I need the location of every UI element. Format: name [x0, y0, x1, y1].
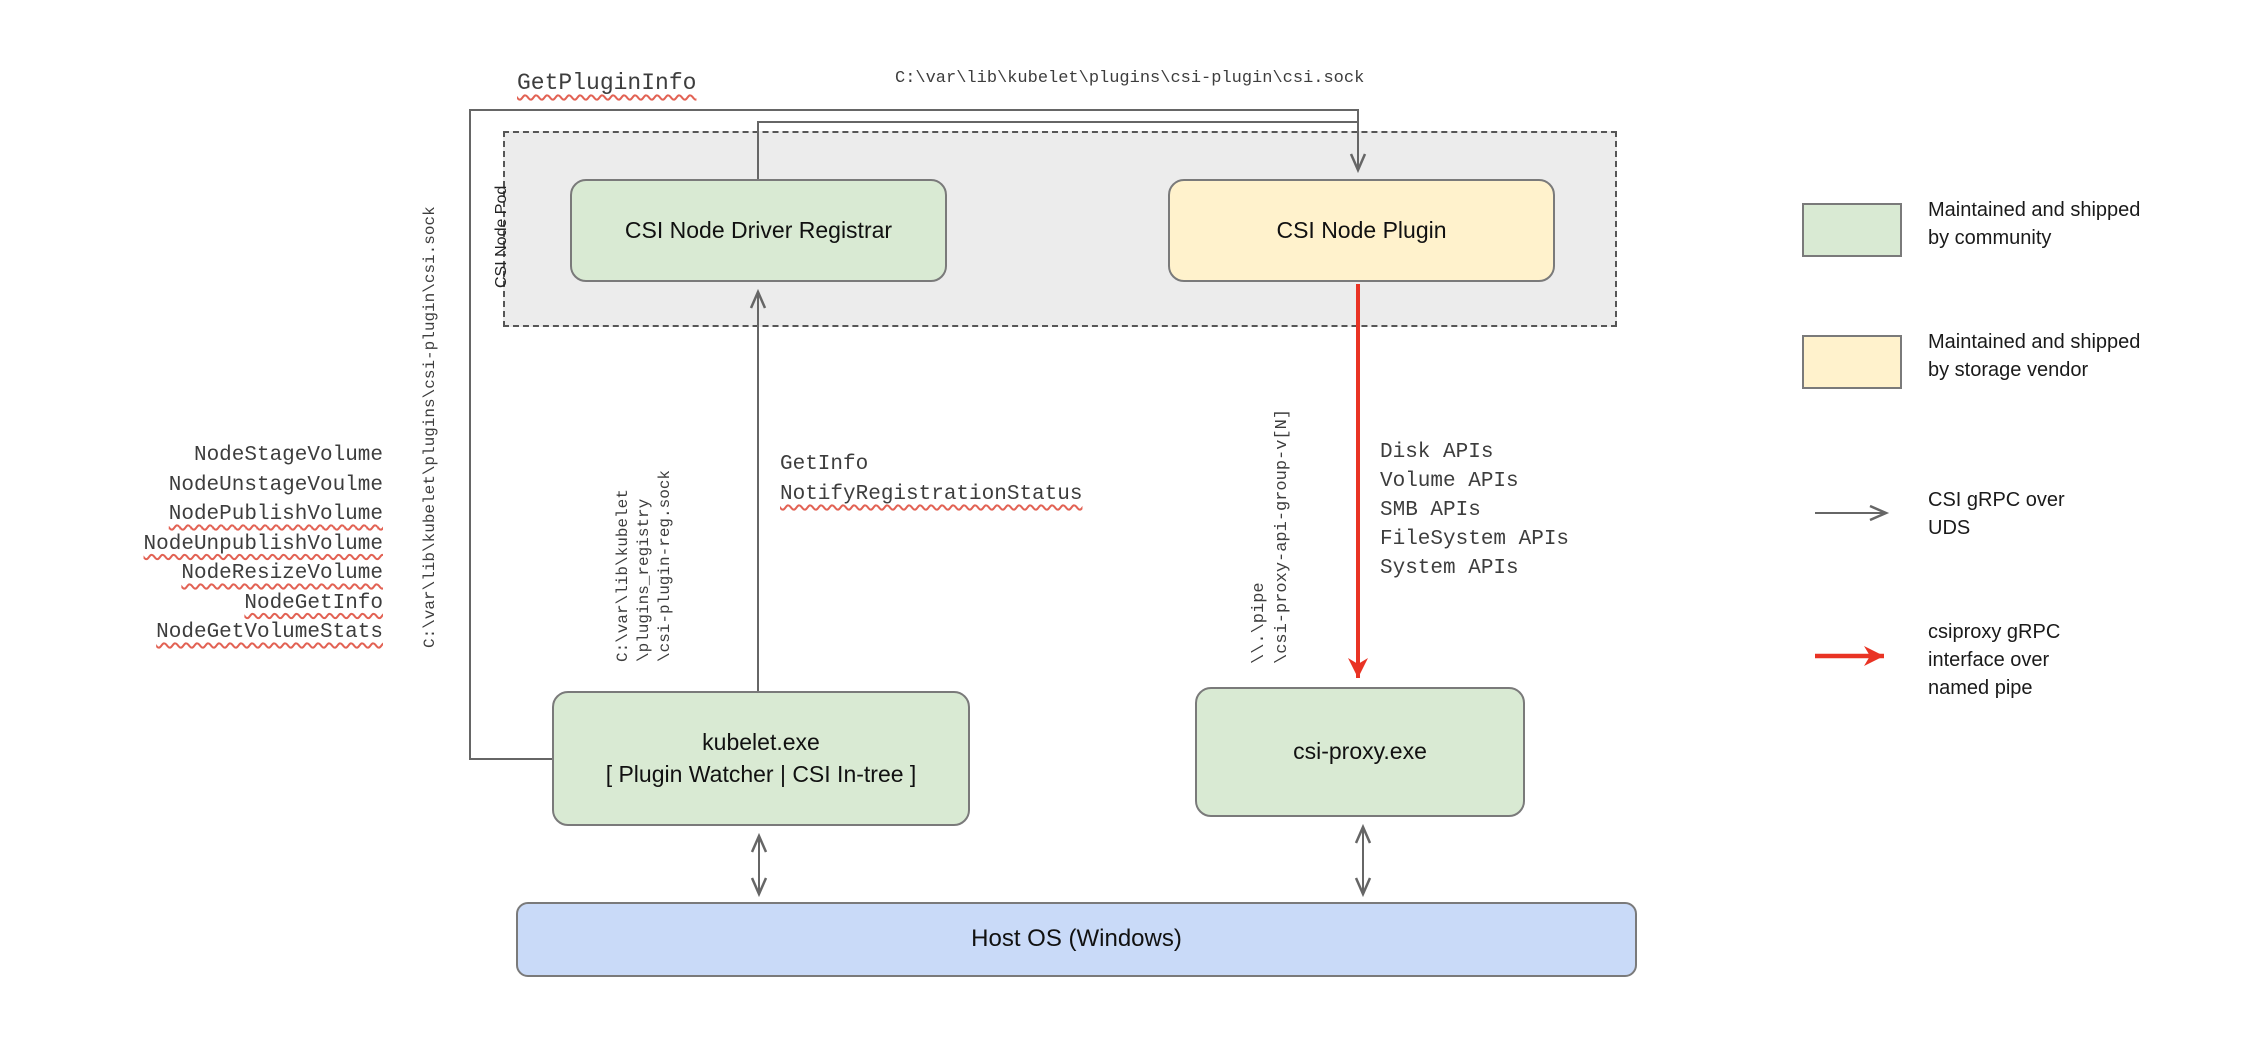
- csi-proxy-label: csi-proxy.exe: [1293, 738, 1427, 765]
- named-pipe-line: \\.\pipe: [1250, 582, 1269, 664]
- named-pipe-path-label: \\.\pipe \csi-proxy-api-group-v[N]: [1248, 409, 1294, 664]
- kubelet-label-line1: kubelet.exe: [702, 729, 820, 756]
- registration-rpc-list: GetInfo NotifyRegistrationStatus: [780, 450, 1082, 510]
- proxy-api-list: Disk APIs Volume APIs SMB APIs FileSyste…: [1380, 438, 1569, 583]
- node-rpc-item: NodePublishVolume: [168, 503, 383, 526]
- proxy-api-item: FileSystem APIs: [1380, 528, 1570, 551]
- legend-community-swatch: [1802, 203, 1902, 257]
- get-plugin-info-label: GetPluginInfo: [517, 70, 697, 96]
- plugin-reg-sock-line: C:\var\lib\kubelet: [614, 489, 632, 662]
- legend-red-arrow-label: csiproxy gRPC interface over named pipe: [1928, 621, 2061, 699]
- kubelet-box: kubelet.exe [ Plugin Watcher | CSI In-tr…: [552, 691, 970, 826]
- plugin-reg-sock-line: \csi-plugin-reg.sock: [656, 469, 674, 662]
- node-rpc-item: NodeStageVolume: [193, 444, 383, 467]
- notify-registration-status-label: NotifyRegistrationStatus: [780, 483, 1083, 506]
- legend-gray-arrow-label: CSI gRPC over UDS: [1928, 489, 2065, 539]
- named-pipe-line: \csi-proxy-api-group-v[N]: [1273, 408, 1292, 664]
- node-rpc-item: NodeUnpublishVolume: [143, 532, 383, 556]
- proxy-api-item: Volume APIs: [1380, 470, 1519, 493]
- proxy-api-item: SMB APIs: [1380, 499, 1481, 522]
- csi-sock-path-top-label: C:\var\lib\kubelet\plugins\csi-plugin\cs…: [895, 69, 1365, 88]
- node-rpc-item: NodeUnstageVoulme: [168, 473, 383, 497]
- proxy-api-item: System APIs: [1380, 557, 1519, 580]
- node-rpc-item: NodeGetVolumeStats: [156, 621, 383, 644]
- csi-node-driver-registrar-box: CSI Node Driver Registrar: [570, 179, 947, 282]
- host-os-label: Host OS (Windows): [971, 925, 1182, 953]
- csi-node-plugin-label: CSI Node Plugin: [1276, 216, 1447, 243]
- csi-node-driver-registrar-label: CSI Node Driver Registrar: [624, 216, 893, 243]
- csi-node-plugin-box: CSI Node Plugin: [1168, 179, 1555, 282]
- csi-sock-path-vertical-label: C:\var\lib\kubelet\plugins\csi-plugin\cs…: [421, 206, 439, 648]
- host-os-box: Host OS (Windows): [516, 902, 1637, 977]
- proxy-api-item: Disk APIs: [1380, 441, 1494, 464]
- node-rpc-item: NodeResizeVolume: [181, 562, 383, 585]
- get-info-label: GetInfo: [780, 453, 869, 476]
- plugin-reg-sock-line: \plugins_registry: [635, 498, 653, 662]
- legend-community-label: Maintained and shipped by community: [1928, 199, 2141, 249]
- csi-proxy-box: csi-proxy.exe: [1195, 687, 1525, 817]
- csi-node-pod-label: CSI Node Pod: [493, 185, 510, 288]
- node-rpc-item: NodeGetInfo: [244, 591, 383, 615]
- node-rpc-list: NodeStageVolume NodeUnstageVoulme NodePu…: [120, 441, 383, 648]
- legend-vendor-label: Maintained and shipped by storage vendor: [1928, 331, 2141, 381]
- kubelet-label-line2: [ Plugin Watcher | CSI In-tree ]: [605, 760, 917, 787]
- plugin-reg-sock-path-label: C:\var\lib\kubelet \plugins_registry \cs…: [613, 470, 676, 662]
- legend-vendor-swatch: [1802, 335, 1902, 389]
